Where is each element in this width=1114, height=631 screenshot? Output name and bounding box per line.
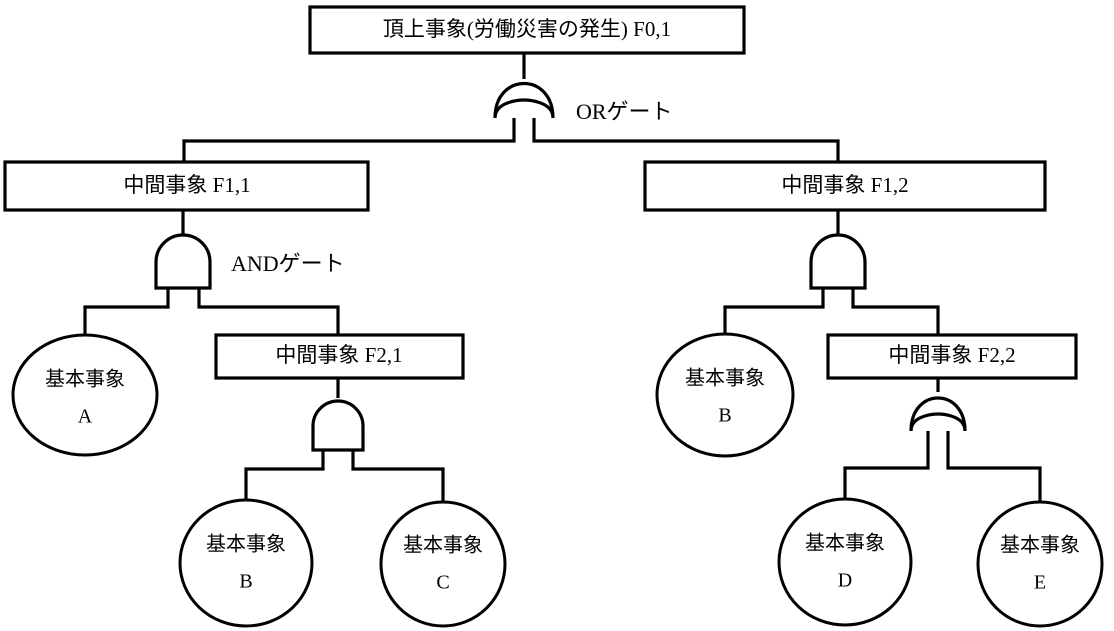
- basic-a-label-line2: A: [78, 406, 93, 428]
- wire-and-lower-to-basic-c: [351, 450, 445, 501]
- gate-and-left-lower[interactable]: [311, 399, 365, 452]
- connector-wires: [83, 53, 1042, 501]
- basic-b-left-label-line2: B: [239, 571, 252, 593]
- top-event-label: 頂上事象(労働災害の発生) F0,1: [383, 17, 671, 41]
- basic-d-label-line2: D: [838, 570, 852, 592]
- node-intermediate-f12[interactable]: 中間事象 F1,2: [643, 160, 1047, 212]
- intermediate-f12-label: 中間事象 F1,2: [781, 173, 908, 197]
- basic-b-left-label-line1: 基本事象: [206, 533, 286, 556]
- wire-and-lower-to-basic-b: [244, 450, 325, 500]
- wire-and-right-to-basic-b: [723, 288, 825, 336]
- and-gate-left-annotation: ANDゲート: [231, 251, 345, 276]
- and-gate-shape-left[interactable]: [154, 233, 212, 290]
- node-top-event[interactable]: 頂上事象(労働災害の発生) F0,1: [308, 5, 746, 55]
- intermediate-f21-label: 中間事象 F2,1: [275, 343, 402, 367]
- node-intermediate-f11[interactable]: 中間事象 F1,1: [3, 160, 370, 212]
- intermediate-f11-label: 中間事象 F1,1: [123, 173, 250, 197]
- wire-or-gate-to-f11: [182, 118, 516, 162]
- gate-and-left[interactable]: ANDゲート: [154, 233, 345, 290]
- basic-b-right-circle[interactable]: [655, 332, 795, 458]
- basic-d-label-line1: 基本事象: [805, 532, 885, 555]
- node-intermediate-f22[interactable]: 中間事象 F2,2: [826, 333, 1078, 380]
- node-basic-a[interactable]: 基本事象 A: [11, 333, 159, 457]
- node-basic-b-right[interactable]: 基本事象 B: [655, 332, 795, 458]
- intermediate-f22-label: 中間事象 F2,2: [888, 343, 1015, 367]
- basic-e-label-line1: 基本事象: [1000, 534, 1080, 557]
- basic-c-circle[interactable]: [379, 500, 507, 628]
- intermediate-f12-box[interactable]: [643, 160, 1047, 212]
- and-gate-shape-lower-left[interactable]: [311, 399, 365, 452]
- and-gate-shape-right[interactable]: [809, 233, 867, 290]
- intermediate-f21-box[interactable]: [214, 333, 465, 380]
- intermediate-f22-box[interactable]: [826, 333, 1078, 380]
- basic-e-label-line2: E: [1034, 572, 1046, 594]
- basic-b-right-label-line2: B: [718, 405, 731, 427]
- or-gate-shape-lower-right[interactable]: [909, 396, 967, 432]
- basic-a-label-line1: 基本事象: [45, 368, 125, 391]
- basic-d-circle[interactable]: [777, 497, 913, 627]
- node-basic-e[interactable]: 基本事象 E: [976, 500, 1104, 628]
- basic-a-circle[interactable]: [11, 333, 159, 457]
- or-gate-top-annotation: ORゲート: [576, 99, 673, 124]
- basic-b-left-circle[interactable]: [178, 498, 314, 628]
- gate-or-right-lower[interactable]: [909, 396, 967, 432]
- basic-e-circle[interactable]: [976, 500, 1104, 628]
- wire-and-right-to-f22: [851, 288, 940, 335]
- node-intermediate-f21[interactable]: 中間事象 F2,1: [214, 333, 465, 380]
- node-basic-d[interactable]: 基本事象 D: [777, 497, 913, 627]
- top-event-box[interactable]: [308, 5, 746, 55]
- wire-or-lower-to-basic-e: [946, 431, 1042, 501]
- wire-and-left-to-basic-a: [83, 288, 170, 336]
- basic-c-label-line2: C: [436, 572, 449, 594]
- intermediate-f11-box[interactable]: [3, 160, 370, 212]
- or-gate-shape-top[interactable]: [493, 82, 555, 119]
- node-basic-b-left[interactable]: 基本事象 B: [178, 498, 314, 628]
- gate-or-top[interactable]: ORゲート: [493, 82, 673, 125]
- wire-and-left-to-f21: [197, 288, 340, 335]
- basic-c-label-line1: 基本事象: [403, 534, 483, 557]
- basic-b-right-label-line1: 基本事象: [685, 367, 765, 390]
- gate-and-right[interactable]: [809, 233, 867, 290]
- wire-or-lower-to-basic-d: [843, 431, 930, 499]
- node-basic-c[interactable]: 基本事象 C: [379, 500, 507, 628]
- wire-or-gate-to-f12: [532, 118, 840, 162]
